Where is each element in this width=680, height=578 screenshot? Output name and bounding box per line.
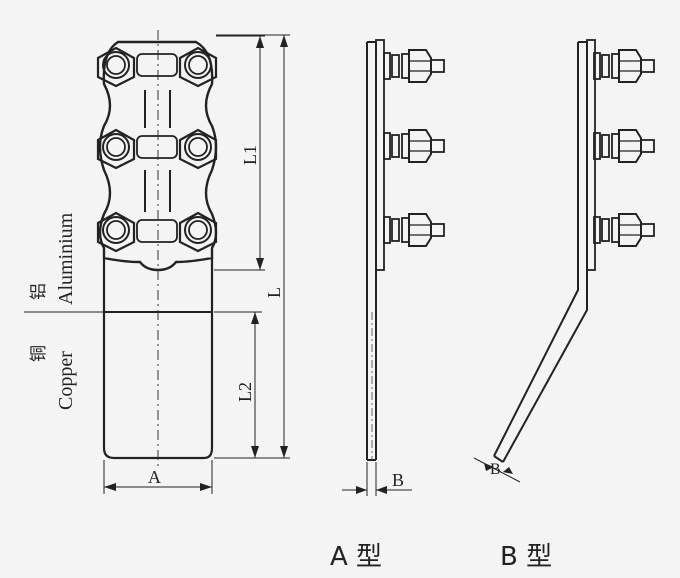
bolt-1: [96, 46, 136, 88]
bolt-2: [178, 46, 218, 88]
bolt-4: [178, 128, 218, 170]
side-view-b: [473, 39, 655, 483]
dim-a-label: A: [148, 467, 161, 487]
front-view: [24, 30, 290, 494]
aluminium-cn-label: 铝: [29, 283, 48, 300]
dim-l-label: L: [264, 287, 284, 298]
dim-l1-label: L1: [240, 145, 260, 165]
aluminium-label: Aluminium: [55, 212, 77, 305]
dim-b-b-label: B: [490, 461, 501, 478]
bolt-6: [178, 211, 218, 253]
dim-b-a-label: B: [392, 470, 404, 490]
side-view-a: [342, 39, 445, 496]
type-a-caption: A 型: [330, 542, 383, 572]
copper-cn-label: 铜: [29, 345, 48, 362]
type-b-caption: B 型: [500, 542, 553, 572]
copper-label: Copper: [55, 351, 77, 410]
dim-l2-label: L2: [235, 382, 255, 402]
bolt-3: [96, 128, 136, 170]
